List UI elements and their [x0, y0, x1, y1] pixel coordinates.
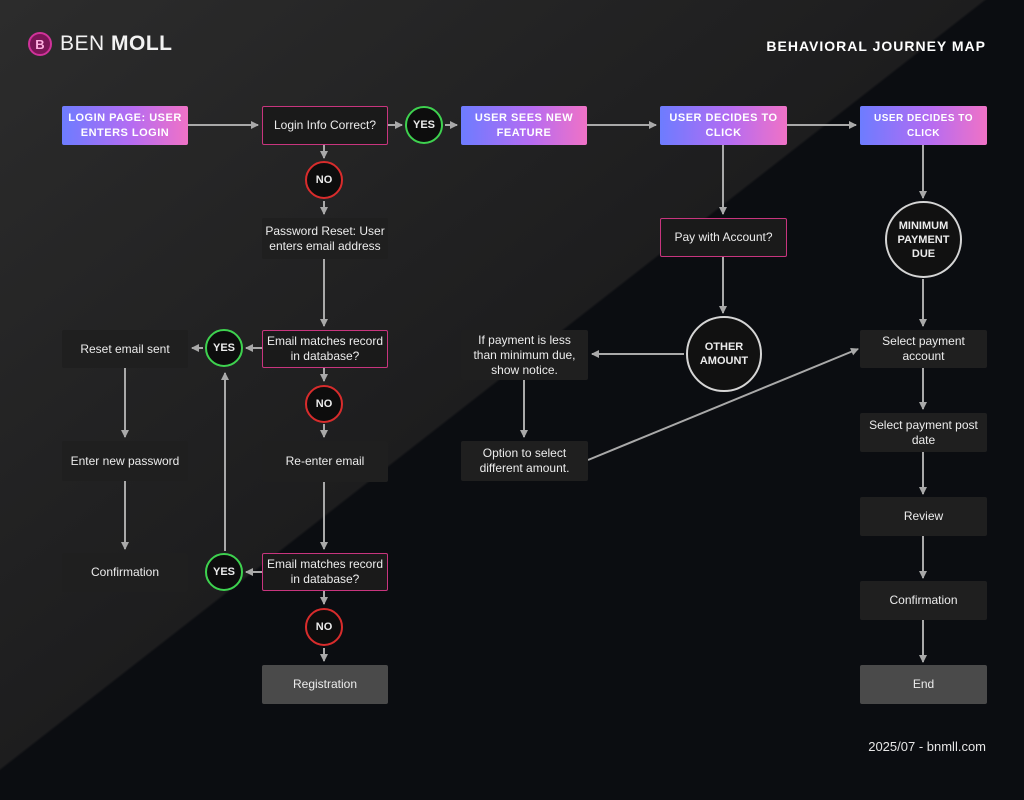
logo-icon: B — [28, 32, 52, 56]
node-user-decides-2: USER DECIDES TO CLICK — [860, 106, 987, 145]
brand-last-name: MOLL — [111, 32, 173, 55]
node-end: End — [860, 665, 987, 704]
brand-name: BEN MOLL — [60, 32, 173, 56]
node-user-sees-feature: USER SEES NEW FEATURE — [461, 106, 587, 145]
node-select-post-date: Select payment post date — [860, 413, 987, 452]
node-confirmation-right: Confirmation — [860, 581, 987, 620]
node-payment-notice: If payment is less than minimum due, sho… — [461, 330, 588, 380]
arrow-option-to-account — [587, 347, 859, 461]
node-registration: Registration — [262, 665, 388, 704]
node-reenter-email: Re-enter email — [262, 441, 388, 482]
node-reset-email-sent: Reset email sent — [62, 330, 188, 368]
node-confirmation-left: Confirmation — [62, 553, 188, 592]
brand-logo: B BEN MOLL — [28, 32, 173, 56]
footer-text: 2025/07 - bnmll.com — [868, 739, 986, 754]
yes-badge-email-1: YES — [205, 329, 243, 367]
node-email-match-1: Email matches record in database? — [262, 330, 388, 368]
no-badge-login: NO — [305, 161, 343, 199]
page-title: BEHAVIORAL JOURNEY MAP — [766, 38, 986, 54]
node-email-match-2: Email matches record in database? — [262, 553, 388, 591]
node-password-reset: Password Reset: User enters email addres… — [262, 218, 388, 259]
node-login-correct: Login Info Correct? — [262, 106, 388, 145]
node-minimum-payment-due: MINIMUM PAYMENT DUE — [885, 201, 962, 278]
node-user-decides-1: USER DECIDES TO CLICK — [660, 106, 787, 145]
node-login-page: LOGIN PAGE: USER ENTERS LOGIN — [62, 106, 188, 145]
yes-badge-email-2: YES — [205, 553, 243, 591]
node-pay-with-account: Pay with Account? — [660, 218, 787, 257]
node-enter-new-password: Enter new password — [62, 441, 188, 481]
node-review: Review — [860, 497, 987, 536]
brand-first-name: BEN — [60, 32, 105, 55]
no-badge-email-1: NO — [305, 385, 343, 423]
node-option-select-amount: Option to select different amount. — [461, 441, 588, 481]
no-badge-email-2: NO — [305, 608, 343, 646]
node-select-payment-account: Select payment account — [860, 330, 987, 368]
yes-badge-login: YES — [405, 106, 443, 144]
node-other-amount: OTHER AMOUNT — [686, 316, 762, 392]
